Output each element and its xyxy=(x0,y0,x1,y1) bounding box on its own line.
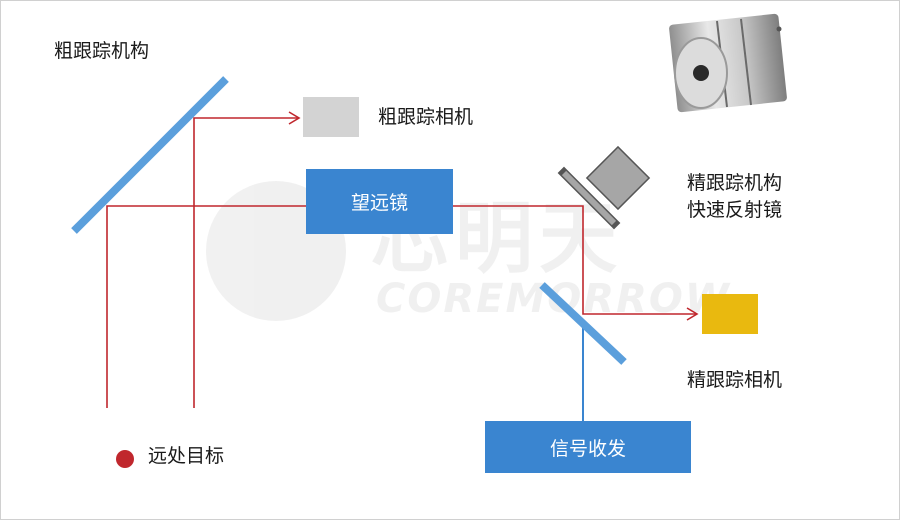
beam-incoming-left xyxy=(106,205,306,408)
arrow-fine-camera xyxy=(686,307,699,321)
coarse-mechanism-label: 粗跟踪机构 xyxy=(54,40,150,62)
coarse-camera-label: 粗跟踪相机 xyxy=(378,106,474,128)
arrow-coarse-camera xyxy=(288,111,301,125)
fast-steering-mirror-icon xyxy=(557,145,651,230)
telescope-box: 望远镜 xyxy=(306,169,453,234)
red-beams xyxy=(106,117,697,408)
signal-label: 信号收发 xyxy=(549,437,626,460)
fine-mechanism-label: 精跟踪机构 xyxy=(687,172,783,194)
coarse-tracking-mirror xyxy=(71,76,229,234)
fine-camera-label: 精跟踪相机 xyxy=(687,369,783,391)
beam-telescope-to-fine xyxy=(453,205,697,315)
arrowheads xyxy=(288,111,699,321)
mirror-product-photo-icon xyxy=(669,13,787,113)
beam-splitter-mirror xyxy=(539,282,627,365)
target-dot-icon xyxy=(116,450,134,468)
telescope-label: 望远镜 xyxy=(350,192,408,214)
fast-mirror-label: 快速反射镜 xyxy=(687,199,783,221)
coarse-camera-icon xyxy=(303,97,359,137)
signal-box: 信号收发 xyxy=(485,421,691,473)
fine-camera-icon xyxy=(702,294,758,334)
target-label: 远处目标 xyxy=(148,445,225,467)
beam-to-coarse-camera xyxy=(193,117,299,408)
